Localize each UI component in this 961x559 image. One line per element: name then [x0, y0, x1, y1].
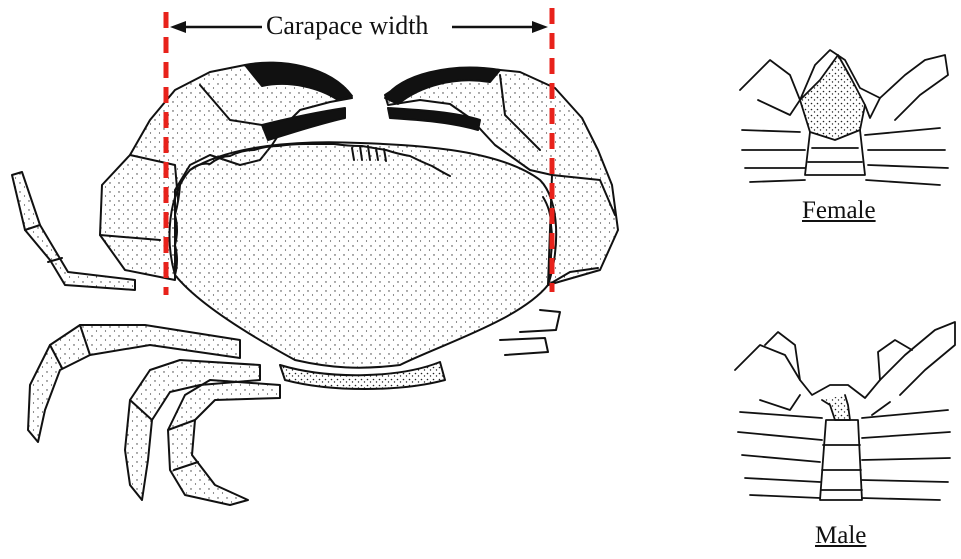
arrowhead-right-icon [532, 21, 548, 33]
female-abdomen-illustration [740, 50, 948, 185]
male-label: Male [815, 522, 866, 550]
male-abdomen-illustration [735, 322, 955, 500]
arrowhead-left-icon [170, 21, 186, 33]
female-label: Female [802, 197, 876, 225]
carapace-width-label: Carapace width [262, 11, 432, 41]
